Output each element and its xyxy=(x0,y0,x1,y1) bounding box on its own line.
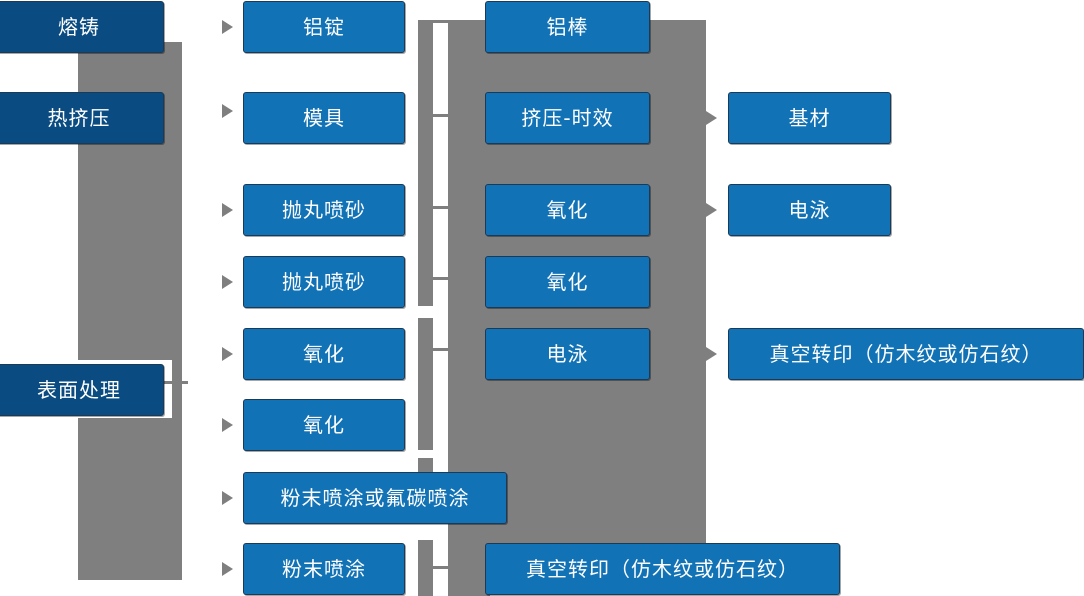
process-label: 粉末喷涂或氟碳喷涂 xyxy=(280,486,470,510)
process-box-extrude-aging[interactable]: 挤压-时效 xyxy=(485,92,650,144)
stage-label: 表面处理 xyxy=(37,378,121,402)
process-label: 氧化 xyxy=(303,413,345,437)
arrow-to-c2-7 xyxy=(222,491,233,505)
connector-bar-mid-b xyxy=(418,318,433,450)
process-box-oxidation-c3-1[interactable]: 氧化 xyxy=(485,184,650,236)
process-box-vacuum-transfer-c3[interactable]: 真空转印（仿木纹或仿石纹） xyxy=(485,543,840,595)
arrow-to-c2-6 xyxy=(222,418,233,432)
left-margin-mask xyxy=(0,0,78,596)
arrow-to-c2-4 xyxy=(222,275,233,289)
arrow-to-c2-3 xyxy=(222,203,233,217)
stage-box-hot-extrude[interactable]: 热挤压 xyxy=(0,92,164,144)
arrow-to-c2-1 xyxy=(222,20,233,34)
process-box-aluminium-ingot[interactable]: 铝锭 xyxy=(243,1,405,53)
process-label: 模具 xyxy=(303,106,345,130)
process-label: 电泳 xyxy=(546,342,589,366)
process-label: 氧化 xyxy=(546,270,589,294)
arrow-to-c2-5 xyxy=(222,347,233,361)
arrow-to-c2-8 xyxy=(222,562,233,576)
process-box-powder-or-pvdf[interactable]: 粉末喷涂或氟碳喷涂 xyxy=(243,472,507,524)
arrow-to-c2-2 xyxy=(222,104,233,118)
process-box-electrophoresis-c4[interactable]: 电泳 xyxy=(728,184,891,236)
stage-label: 热挤压 xyxy=(47,106,111,130)
stage-label: 熔铸 xyxy=(58,15,100,39)
process-box-oxidation-c2-2[interactable]: 氧化 xyxy=(243,399,405,451)
arrow-to-c4-2 xyxy=(706,203,717,217)
process-label: 铝棒 xyxy=(546,15,589,39)
process-box-vacuum-transfer-c4[interactable]: 真空转印（仿木纹或仿石纹） xyxy=(728,328,1084,380)
process-label: 氧化 xyxy=(546,198,589,222)
process-label: 抛丸喷砂 xyxy=(282,198,366,222)
arrow-to-c4-1 xyxy=(706,111,717,125)
process-label: 电泳 xyxy=(788,198,831,222)
process-box-shot-blast-2[interactable]: 抛丸喷砂 xyxy=(243,256,405,308)
process-label: 真空转印（仿木纹或仿石纹） xyxy=(769,342,1043,366)
process-box-oxidation-c3-2[interactable]: 氧化 xyxy=(485,256,650,308)
process-box-oxidation-c2-1[interactable]: 氧化 xyxy=(243,328,405,380)
process-box-aluminium-bar[interactable]: 铝棒 xyxy=(485,1,650,53)
process-label: 挤压-时效 xyxy=(521,106,614,130)
process-label: 氧化 xyxy=(303,342,345,366)
process-label: 抛丸喷砂 xyxy=(282,270,366,294)
connector-bar-mid-d xyxy=(418,540,433,596)
connector-surface-to-trunk xyxy=(164,381,188,384)
connector-slab-foot xyxy=(448,548,490,596)
process-box-powder-coating[interactable]: 粉末喷涂 xyxy=(243,543,405,595)
process-box-shot-blast-1[interactable]: 抛丸喷砂 xyxy=(243,184,405,236)
process-label: 粉末喷涂 xyxy=(282,557,366,581)
stage-box-surface-treatment[interactable]: 表面处理 xyxy=(0,364,164,416)
process-box-mould[interactable]: 模具 xyxy=(243,92,405,144)
connector-rung-1 xyxy=(418,20,470,23)
process-box-base-material[interactable]: 基材 xyxy=(728,92,891,144)
process-box-electrophoresis-c3[interactable]: 电泳 xyxy=(485,328,650,380)
process-label: 基材 xyxy=(788,106,831,130)
process-label: 铝锭 xyxy=(303,15,345,39)
connector-bar-mid-a xyxy=(418,20,433,306)
arrow-to-c4-3 xyxy=(706,347,717,361)
stage-box-melt-cast[interactable]: 熔铸 xyxy=(0,1,164,53)
process-label: 真空转印（仿木纹或仿石纹） xyxy=(526,557,799,581)
